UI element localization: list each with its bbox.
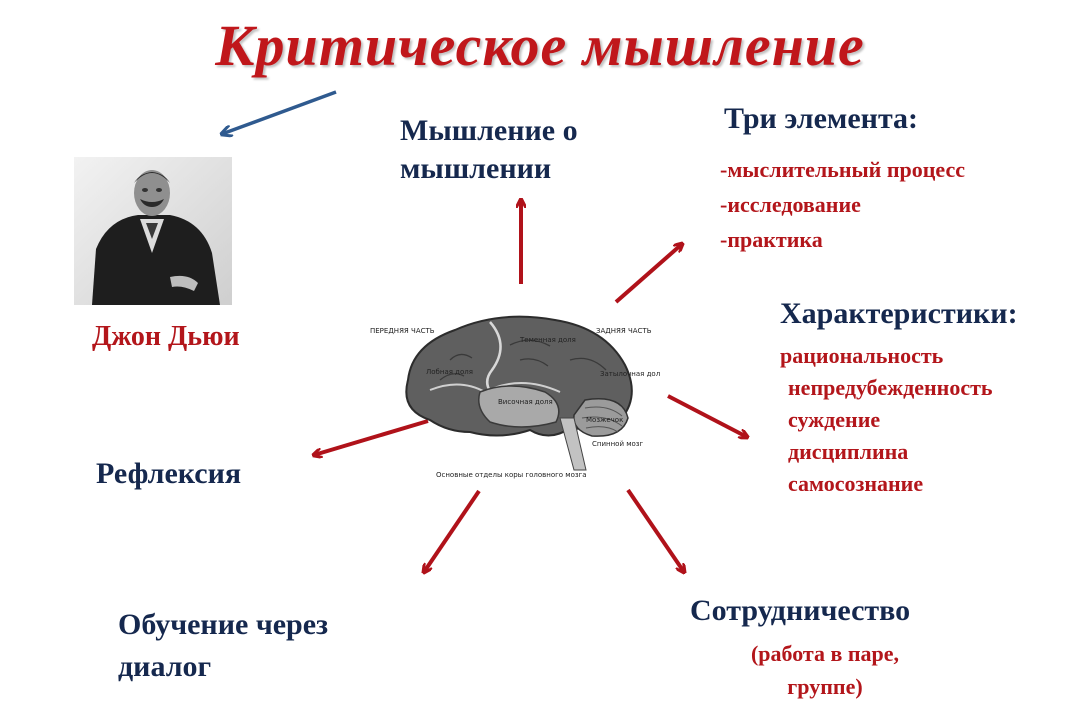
characteristics-title: Характеристики: (780, 297, 1018, 330)
brain-label-frontal: Лобная доля (426, 368, 473, 376)
list-item: -исследование (720, 192, 861, 217)
characteristics-list: рациональность непредубежденность сужден… (780, 340, 993, 500)
brain-caption: Основные отделы коры головного мозга (436, 471, 587, 479)
arrow-lower-left (424, 489, 481, 572)
brain-label-cerebellum: Мозжечок (586, 416, 623, 424)
arrow-to-dewey (222, 90, 337, 134)
cooperation-title: Сотрудничество (690, 594, 911, 627)
list-item: самосознание (788, 471, 924, 496)
brain-label-front: ПЕРЕДНЯЯ ЧАСТЬ (370, 327, 435, 335)
meta-thinking-label: Мышление о мышлении (400, 114, 578, 186)
dialog-learning-label: Обучение через диалог (118, 608, 329, 683)
list-item: -практика (720, 227, 823, 252)
list-item: непредубежденность (788, 375, 993, 400)
three-elements-list: -мыслительный процесс -исследование -пра… (720, 152, 965, 257)
arrow-left (314, 419, 429, 455)
list-item: рациональность (780, 343, 944, 368)
list-item: -мыслительный процесс (720, 157, 965, 182)
john-dewey-portrait (74, 157, 232, 305)
reflection-label: Рефлексия (96, 457, 242, 490)
arrow-upper-right (614, 244, 682, 304)
cooperation-subtitle: (работа в паре, группе) (750, 641, 900, 699)
list-item: суждение (788, 407, 881, 432)
brain-illustration: ПЕРЕДНЯЯ ЧАСТЬ ЗАДНЯЯ ЧАСТЬ Теменная дол… (370, 315, 660, 479)
arrow-right (667, 394, 747, 437)
list-item: дисциплина (788, 439, 909, 464)
brain-label-parietal: Теменная доля (519, 336, 576, 344)
brain-label-back: ЗАДНЯЯ ЧАСТЬ (596, 327, 652, 335)
page-title: Критическое мышление (215, 13, 865, 78)
arrow-lower-right (626, 488, 684, 572)
person-name: Джон Дьюи (92, 321, 240, 352)
brain-label-occipital: Затылочная доля (600, 370, 660, 378)
brain-label-spinal: Спинной мозг (592, 440, 644, 448)
three-elements-title: Три элемента: (724, 102, 919, 135)
brain-label-temporal: Височная доля (498, 398, 553, 406)
